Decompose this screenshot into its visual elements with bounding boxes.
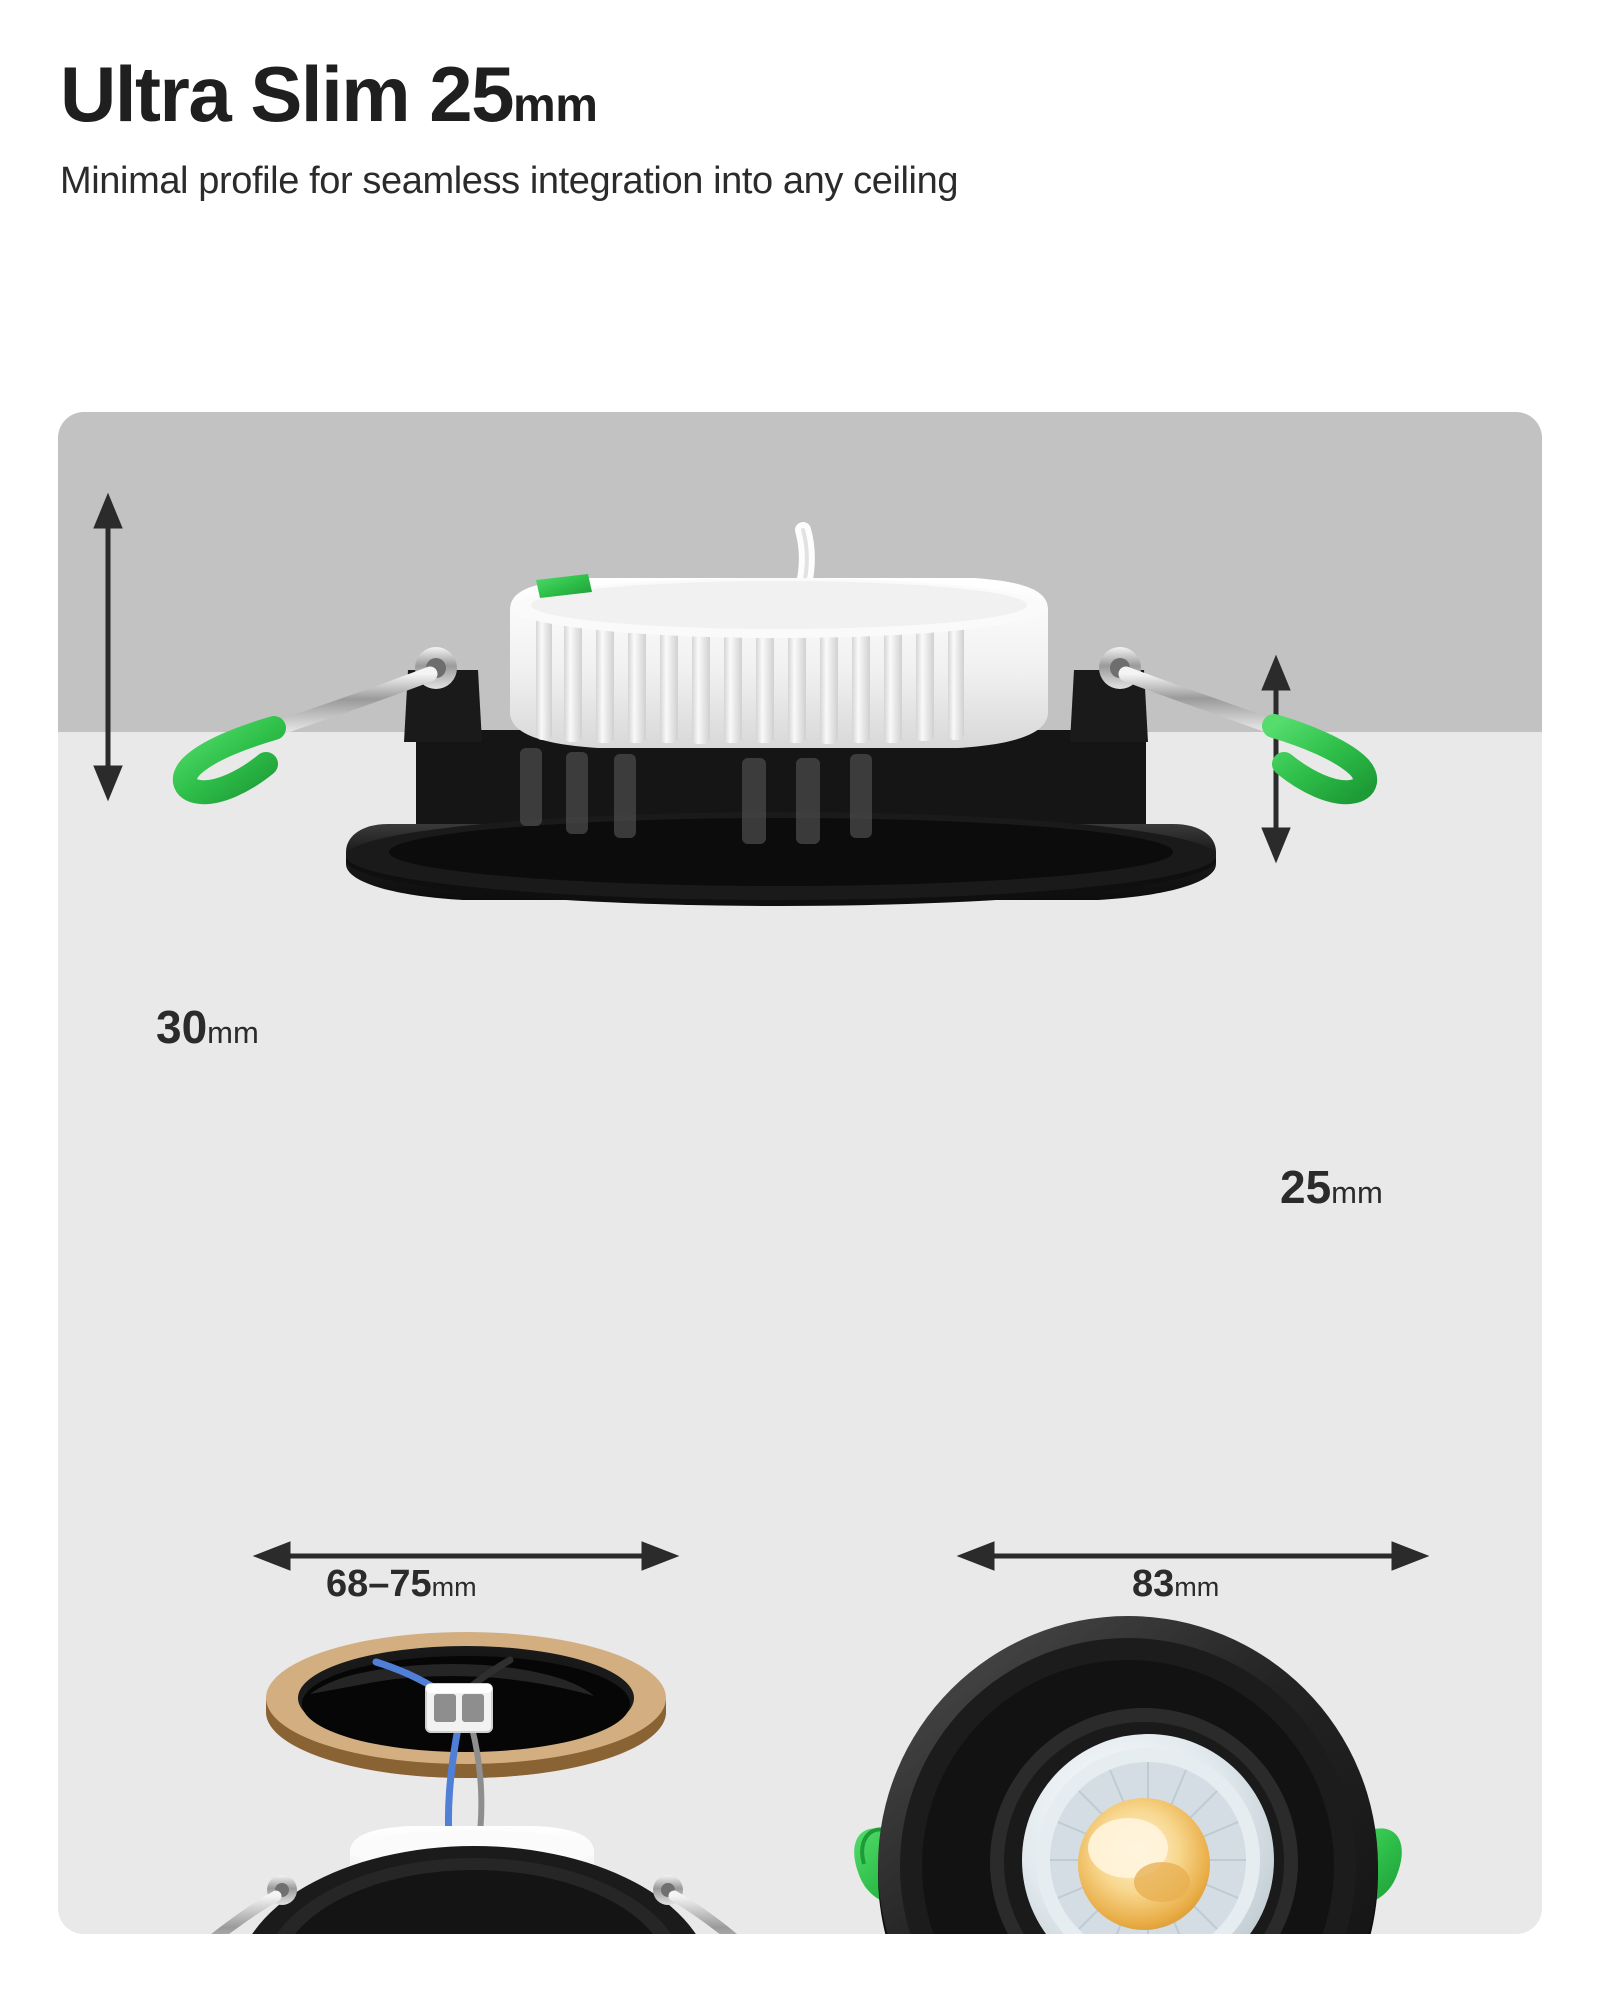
fitting-spring-clips-left-view [211, 1875, 737, 1934]
title-number: 25 [429, 50, 514, 138]
dimension-value-bezel: 83 [1132, 1563, 1175, 1605]
dimension-value-cutout: 68–75 [326, 1563, 432, 1605]
spring-clip-left [173, 647, 457, 805]
bezel-rim-side [346, 812, 1216, 906]
heatsink-green-tab [536, 574, 592, 598]
illustration-panel: 30mm 25mm 68–75mm 83mm [58, 412, 1542, 1934]
dimension-unit-30: mm [207, 1015, 259, 1050]
dimension-arrow-bezel [956, 1541, 1430, 1571]
spring-clip-right [1099, 647, 1377, 805]
dimension-label-cutout: 68–75mm [326, 1565, 477, 1603]
dimension-label-bezel: 83mm [1132, 1565, 1219, 1603]
mount-pillar-right [1070, 670, 1148, 742]
housing-vents [520, 748, 872, 844]
mount-pillar-left [404, 670, 482, 742]
dimension-unit-bezel: mm [1174, 1572, 1220, 1602]
title-unit: mm [513, 79, 598, 132]
front-face-view [854, 1616, 1402, 1934]
dimension-unit-cutout: mm [431, 1572, 477, 1602]
dimension-arrow-cutout [252, 1541, 680, 1571]
dimension-label-25mm: 25mm [1280, 1164, 1383, 1210]
fitting-bezel-angled [252, 1846, 696, 1934]
page-subtitle: Minimal profile for seamless integration… [60, 160, 959, 203]
dimension-value-25: 25 [1280, 1161, 1332, 1213]
dimension-label-30mm: 30mm [156, 1004, 259, 1050]
side-section-view [173, 522, 1377, 906]
dimension-value-30: 30 [156, 1001, 208, 1053]
header: Ultra Slim 25mm Minimal profile for seam… [60, 52, 1540, 206]
dimension-unit-25: mm [1331, 1175, 1383, 1210]
title-main-text: Ultra Slim [60, 50, 430, 138]
page-title: Ultra Slim 25mm [60, 52, 1540, 136]
dimension-arrow-30mm [93, 492, 123, 802]
terminal-connector [425, 1683, 493, 1733]
product-illustration [58, 412, 1542, 1934]
heatsink [510, 578, 1048, 748]
exploded-install-view [211, 1632, 737, 1934]
